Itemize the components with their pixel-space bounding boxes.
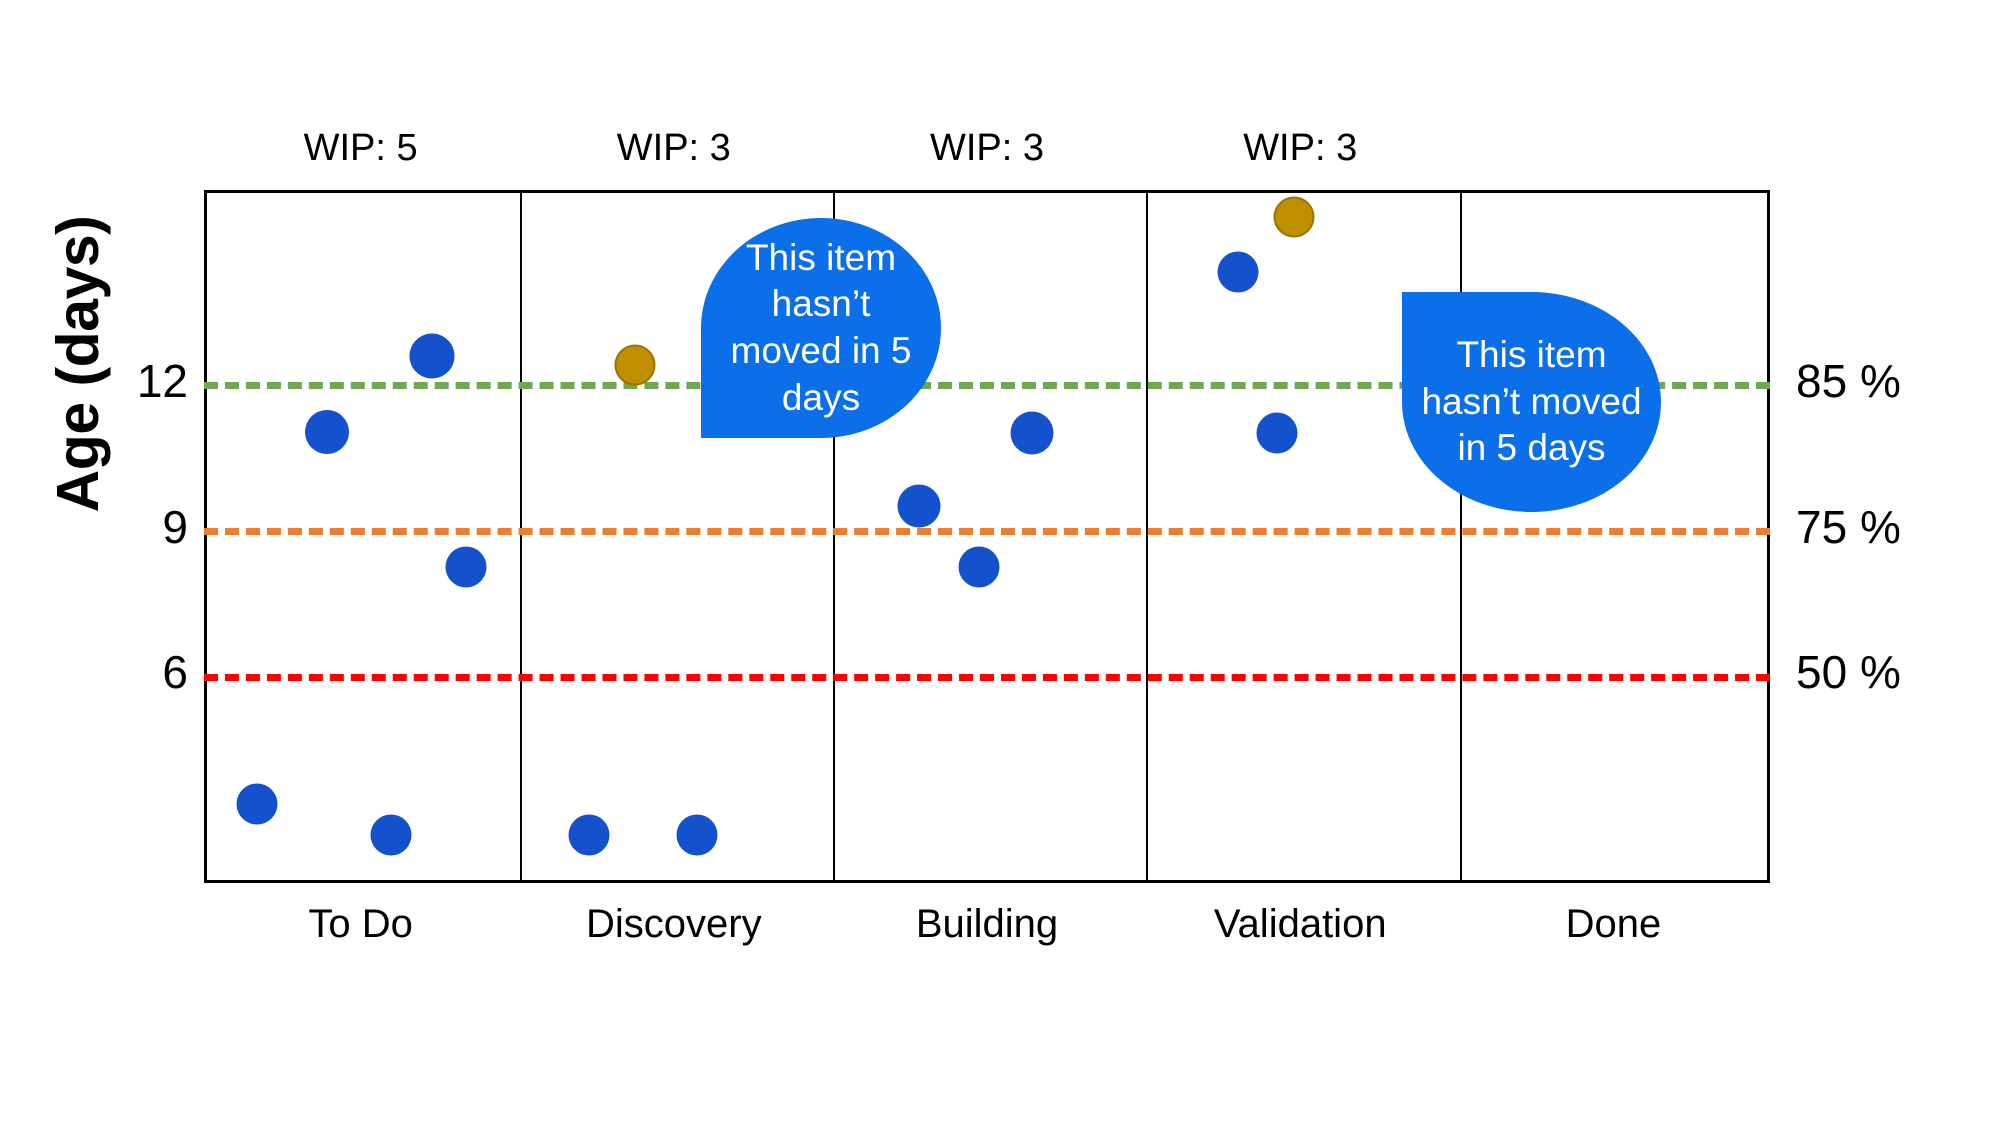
wip-label-building: WIP: 3 [929,127,1045,169]
data-point[interactable] [445,546,487,588]
y-axis-ticks: 12 9 6 [84,190,188,883]
data-point[interactable] [409,333,455,379]
percentile-line-75 [204,528,1770,535]
data-point[interactable] [305,410,349,454]
data-point[interactable] [236,783,278,825]
callout-bubble-validation[interactable]: This item hasn’t moved in 5 days [1402,292,1661,512]
column-divider-3 [1146,193,1148,880]
data-point[interactable] [897,484,941,528]
data-point[interactable] [676,814,718,856]
category-label-done: Done [1565,902,1662,946]
data-points [204,190,1770,883]
right-axis-label-75: 75 % [1796,501,1901,553]
wip-header-row: WIP: 5 WIP: 3 WIP: 3 WIP: 3 [204,127,1770,184]
data-point[interactable] [1010,411,1054,455]
category-labels: To Do Discovery Building Validation Done [204,898,1770,958]
category-label-discovery: Discovery [586,902,762,946]
y-tick-6: 6 [162,646,188,698]
callout-bubble-discovery-text: This item hasn’t moved in 5 days [730,236,912,418]
y-tick-12: 12 [136,355,188,407]
right-axis-label-85: 85 % [1796,355,1901,407]
right-axis-labels: 85 % 75 % 50 % [1796,190,1996,883]
data-point[interactable] [1217,251,1259,293]
right-axis-label-50: 50 % [1796,646,1901,698]
y-tick-9: 9 [162,501,188,553]
category-label-building: Building [915,902,1059,946]
column-divider-2 [833,193,835,880]
category-label-validation: Validation [1213,902,1387,946]
callout-bubble-validation-text: This item hasn’t moved in 5 days [1421,334,1642,469]
percentile-line-85 [204,382,1770,389]
wip-label-validation: WIP: 3 [1243,127,1358,169]
wip-label-discovery: WIP: 3 [616,127,731,169]
column-divider-1 [520,193,522,880]
column-divider-4 [1460,193,1462,880]
category-label-todo: To Do [308,902,413,946]
percentile-line-50 [204,674,1770,681]
data-point[interactable] [1256,412,1298,454]
data-point[interactable] [370,814,412,856]
data-point[interactable] [958,546,1000,588]
callout-bubble-discovery[interactable]: This item hasn’t moved in 5 days [701,218,941,438]
data-point-stale[interactable] [1273,196,1315,238]
wip-label-todo: WIP: 5 [303,127,418,169]
wip-label-done [1457,128,1770,184]
data-point-stale[interactable] [614,344,656,386]
percentile-lines [204,190,1770,883]
data-point[interactable] [568,814,610,856]
